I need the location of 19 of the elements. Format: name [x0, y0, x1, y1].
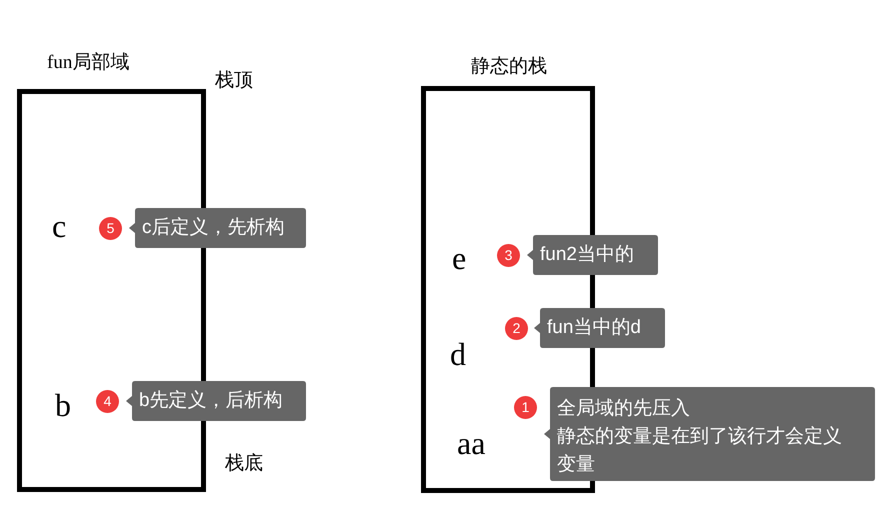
callout-box: fun当中的d [533, 308, 665, 348]
callout-number: 4 [96, 390, 119, 413]
variable-label: aa [457, 427, 486, 459]
callout-number: 5 [99, 217, 122, 240]
callout-number: 2 [505, 317, 528, 340]
callout-box: 全局域的先压入 静态的变量是在到了该行才会定义变量 [543, 387, 875, 481]
stack-heading: 静态的栈 [471, 57, 547, 76]
callout-box: fun2当中的 [526, 235, 658, 275]
callout-box: b先定义，后析构 [125, 381, 306, 421]
variable-label: b [55, 389, 71, 421]
callout-number: 3 [497, 244, 520, 267]
callout-number: 1 [514, 396, 537, 419]
stack-heading: fun局部域 [47, 53, 130, 72]
callout-box: c后定义，先析构 [128, 208, 306, 248]
variable-label: d [450, 338, 466, 370]
stack-label: 栈底 [225, 454, 263, 473]
stack-label: 栈顶 [215, 71, 253, 90]
variable-label: e [452, 242, 466, 274]
variable-label: c [52, 210, 66, 242]
